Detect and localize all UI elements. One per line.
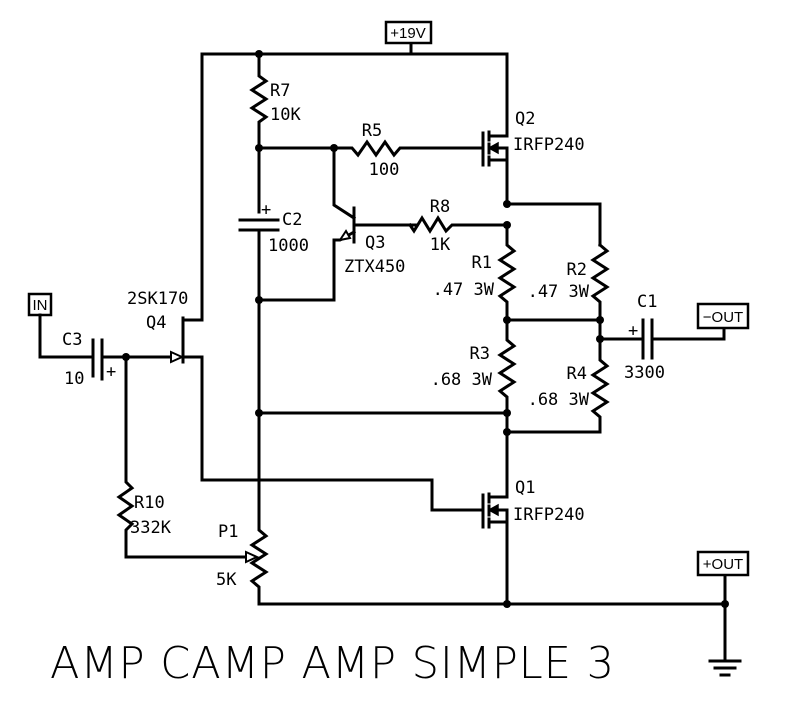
r5-ref: R5 bbox=[362, 121, 382, 141]
port-supply: +19V bbox=[384, 20, 433, 45]
schematic-title: AMP CAMP AMP SIMPLE 3 bbox=[50, 638, 615, 689]
r10-ref: R10 bbox=[134, 493, 165, 513]
r7-value: 10K bbox=[270, 105, 301, 125]
resistor-r10: R10 332K bbox=[116, 355, 252, 559]
r2-ref: R2 bbox=[567, 260, 587, 280]
port-pos-out-label: +OUT bbox=[703, 556, 743, 573]
capacitor-c1: + C1 3300 bbox=[598, 292, 726, 383]
bjt-q3: Q3 ZTX450 bbox=[255, 146, 419, 304]
port-neg-out: −OUT bbox=[696, 302, 750, 330]
c1-ref: C1 bbox=[637, 292, 657, 312]
p1-ref: P1 bbox=[218, 522, 238, 542]
c3-ref: C3 bbox=[62, 330, 82, 350]
r8-value: 1K bbox=[430, 235, 451, 255]
q4-value: 2SK170 bbox=[127, 289, 188, 309]
output-network: R1 .47 3W R2 .47 3W R3 .68 3W R4 .68 3W bbox=[255, 200, 610, 436]
port-supply-label: +19V bbox=[390, 25, 425, 42]
r4-ref: R4 bbox=[567, 364, 587, 384]
resistor-r7: R7 10K bbox=[249, 52, 301, 150]
r1-ref: R1 bbox=[472, 253, 492, 273]
resistor-r8: R8 1K bbox=[407, 197, 509, 255]
mosfet-arrow-icon bbox=[487, 141, 499, 155]
mosfet-arrow-icon bbox=[487, 503, 499, 517]
q4-ref: Q4 bbox=[146, 313, 166, 333]
q1-ref: Q1 bbox=[515, 478, 535, 498]
c1-value: 3300 bbox=[624, 363, 665, 383]
c2-plus: + bbox=[261, 200, 271, 220]
jfet-q4: 2SK170 Q4 bbox=[127, 289, 482, 512]
port-input-label: IN bbox=[33, 297, 48, 314]
r4-value: .68 3W bbox=[528, 390, 590, 410]
q3-value: ZTX450 bbox=[344, 257, 405, 277]
c1-plus: + bbox=[628, 321, 638, 341]
r8-ref: R8 bbox=[430, 197, 450, 217]
supply-rail bbox=[200, 41, 509, 322]
jfet-arrow-icon bbox=[170, 350, 185, 364]
mosfet-q2: Q2 IRFP240 bbox=[481, 109, 585, 206]
ground-icon bbox=[708, 659, 742, 677]
port-neg-out-label: −OUT bbox=[703, 309, 743, 326]
c2-value: 1000 bbox=[268, 236, 309, 256]
q3-ref: Q3 bbox=[365, 233, 385, 253]
q2-ref: Q2 bbox=[515, 109, 535, 129]
wiper-arrow-icon bbox=[245, 550, 260, 564]
capacitor-c3: + C3 10 bbox=[38, 313, 173, 389]
r7-ref: R7 bbox=[270, 81, 290, 101]
c3-plus: + bbox=[106, 362, 116, 382]
c3-value: 10 bbox=[64, 369, 84, 389]
q1-value: IRFP240 bbox=[513, 505, 585, 525]
p1-value: 5K bbox=[216, 570, 237, 590]
r5-value: 100 bbox=[369, 160, 400, 180]
c2-ref: C2 bbox=[282, 210, 302, 230]
port-pos-out: +OUT bbox=[696, 550, 750, 577]
resistor-r5: R5 100 bbox=[255, 121, 485, 180]
r3-ref: R3 bbox=[470, 344, 490, 364]
q2-value: IRFP240 bbox=[513, 135, 585, 155]
capacitor-c2: + C2 1000 bbox=[238, 146, 309, 302]
r10-value: 332K bbox=[130, 518, 172, 538]
bjt-arrow-icon bbox=[337, 229, 352, 242]
junction-dot bbox=[503, 600, 511, 608]
ground-rail bbox=[257, 573, 729, 663]
potentiometer-p1: P1 5K bbox=[216, 298, 269, 606]
mosfet-q1: Q1 IRFP240 bbox=[481, 430, 585, 606]
port-input: IN bbox=[27, 292, 53, 317]
r1-value: .47 3W bbox=[433, 280, 495, 300]
r2-value: .47 3W bbox=[528, 282, 590, 302]
r3-value: .68 3W bbox=[431, 370, 493, 390]
